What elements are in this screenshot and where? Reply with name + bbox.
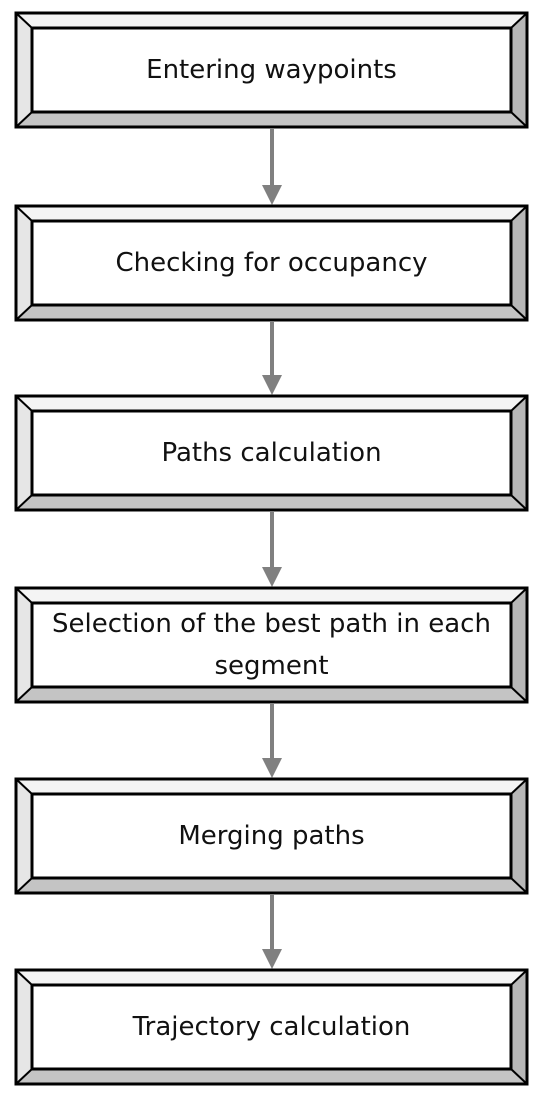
box-outline bbox=[14, 11, 529, 129]
box-face bbox=[30, 26, 513, 114]
arrowhead-icon bbox=[262, 567, 282, 587]
step-box-trajectory-calculation: Trajectory calculation bbox=[14, 968, 529, 1086]
step-box-checking-occupancy: Checking for occupancy bbox=[14, 204, 529, 322]
arrow-down bbox=[262, 703, 282, 778]
arrow-down bbox=[262, 511, 282, 587]
bevel-right bbox=[511, 12, 528, 128]
bevel-frame bbox=[14, 11, 529, 129]
bevel-bottom bbox=[15, 112, 528, 128]
bevel-frame bbox=[14, 586, 529, 704]
step-label: Trajectory calculation bbox=[132, 1012, 411, 1042]
step-box-selection-best-path: Selection of the best path in each segme… bbox=[14, 586, 529, 704]
bevel-frame bbox=[14, 968, 529, 1086]
bevel-frame bbox=[14, 204, 529, 322]
arrowhead-icon bbox=[262, 185, 282, 205]
step-label: Checking for occupancy bbox=[115, 248, 428, 278]
arrowhead-icon bbox=[262, 375, 282, 395]
bevel-frame bbox=[14, 777, 529, 895]
arrow-down bbox=[262, 321, 282, 395]
step-box-merging-paths: Merging paths bbox=[14, 777, 529, 895]
step-label: Paths calculation bbox=[161, 438, 382, 468]
bevel-left bbox=[15, 12, 32, 128]
step-box-entering-waypoints: Entering waypoints bbox=[14, 11, 529, 129]
bevel-top bbox=[15, 12, 528, 28]
step-label: Merging paths bbox=[178, 821, 365, 851]
arrowhead-icon bbox=[262, 758, 282, 778]
step-label: Selection of the best path in each segme… bbox=[52, 609, 491, 681]
step-box-paths-calculation: Paths calculation bbox=[14, 394, 529, 512]
arrow-down bbox=[262, 894, 282, 969]
step-label: Entering waypoints bbox=[146, 55, 397, 85]
bevel-frame bbox=[14, 394, 529, 512]
arrow-down bbox=[262, 128, 282, 205]
arrowhead-icon bbox=[262, 949, 282, 969]
